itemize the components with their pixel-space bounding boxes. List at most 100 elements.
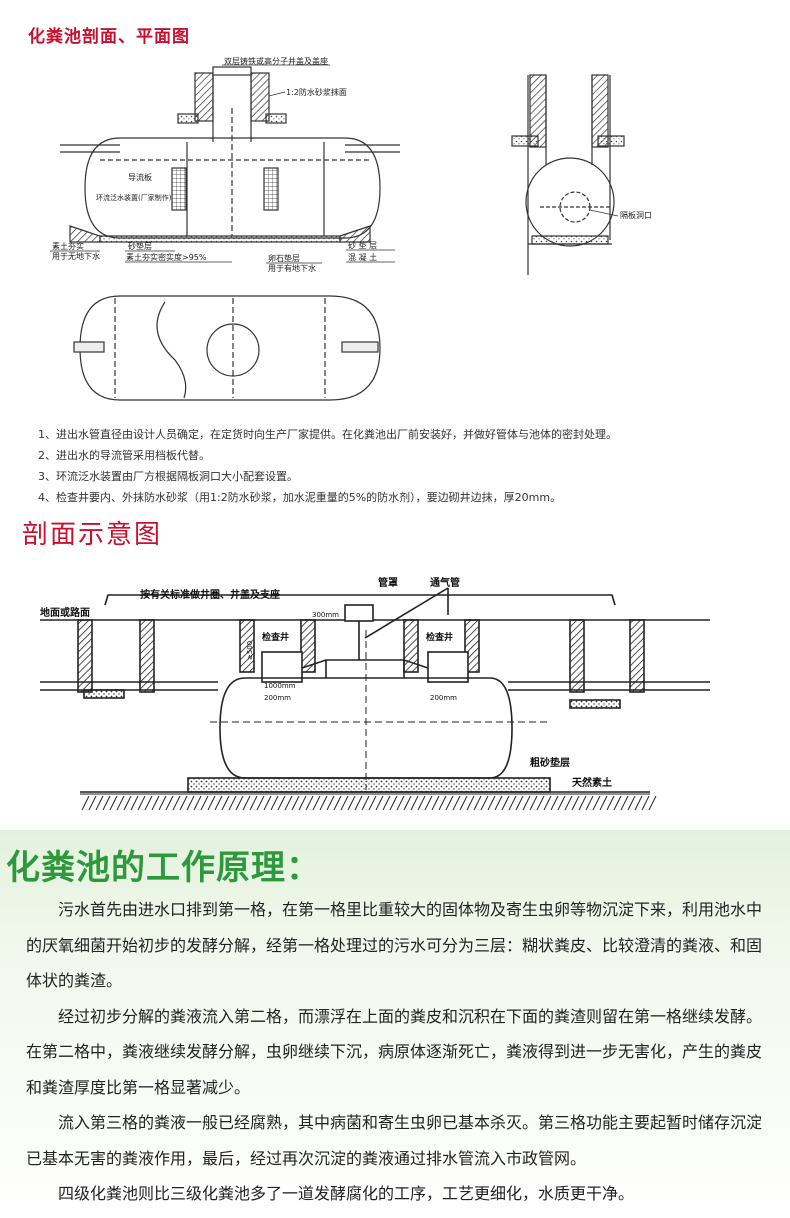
soil-hatch-line xyxy=(165,795,174,811)
soil-hatch-line xyxy=(613,795,622,811)
soil-hatch-line xyxy=(620,795,629,811)
soil-hatch-line xyxy=(137,795,146,811)
principle-paragraph: 经过初步分解的粪液流入第二格，而漂浮在上面的粪皮和沉积在下面的粪渣则留在第一格继… xyxy=(26,1006,763,1097)
label-concrete: 混 凝 土 xyxy=(348,252,377,262)
soil-hatch-line xyxy=(585,795,594,811)
soil-hatch-line xyxy=(417,795,426,811)
soil-hatch-line xyxy=(550,795,559,811)
soil-hatch-line xyxy=(347,795,356,811)
soil-hatch-line xyxy=(312,795,321,811)
soil-hatch-line xyxy=(403,795,412,811)
soil-hatch-line xyxy=(529,795,538,811)
soil-hatch-line xyxy=(109,795,118,811)
soil-hatch-line xyxy=(438,795,447,811)
notes-list: 1、进出水管直径由设计人员确定，在定货时向生产厂家提供。在化粪池出厂前安装好，并… xyxy=(38,424,778,508)
soil-hatch-line xyxy=(641,795,650,811)
soil-hatch-line xyxy=(88,795,97,811)
soil-hatch-line xyxy=(256,795,265,811)
soil-hatch-line xyxy=(424,795,433,811)
soil-hatch-line xyxy=(543,795,552,811)
soil-hatch-line xyxy=(627,795,636,811)
soil-hatch-line xyxy=(340,795,349,811)
soil-hatch-line xyxy=(536,795,545,811)
soil-hatch-line xyxy=(333,795,342,811)
label-inspection-well-2: 检查井 xyxy=(426,631,453,643)
soil-hatch-line xyxy=(270,795,279,811)
section1-title: 化粪池剖面、平面图 xyxy=(28,27,190,47)
profile-drawing: 按有关标准做井圈、井盖及支座 管罩 通气管 地面或路面 检查井 检查井 粗砂垫层… xyxy=(40,576,710,811)
section2-title: 剖面示意图 xyxy=(22,520,163,550)
label-dim-1000: 1000mm xyxy=(264,682,296,690)
label-vent-pipe: 通气管 xyxy=(430,576,460,589)
soil-hatch-line xyxy=(452,795,461,811)
soil-hatch-line xyxy=(445,795,454,811)
label-ground: 地面或路面 xyxy=(40,606,90,619)
principle-title: 化粪池的工作原理： xyxy=(6,848,321,888)
soil-hatch-line xyxy=(221,795,230,811)
soil-hatch-line xyxy=(599,795,608,811)
label-inspection-well-1: 检查井 xyxy=(262,631,289,643)
soil-hatch-line xyxy=(249,795,258,811)
principle-section: 化粪池的工作原理： 污水首先由进水口排到第一格，在第一格里比重较大的固体物及寄生… xyxy=(0,830,790,1218)
soil-hatch-line xyxy=(291,795,300,811)
soil-hatch-line xyxy=(578,795,587,811)
soil-hatch-line xyxy=(200,795,209,811)
soil-hatch-line xyxy=(123,795,132,811)
label-guide-plate: 导流板 xyxy=(128,172,152,182)
soil-hatch-line xyxy=(522,795,531,811)
soil-hatch-line xyxy=(116,795,125,811)
soil-hatch-line xyxy=(284,795,293,811)
soil-hatch-line xyxy=(207,795,216,811)
soil-hatch-line xyxy=(95,795,104,811)
label-gravel-1: 卵石垫层 xyxy=(268,253,300,263)
label-plain-soil-1: 素土夯实 xyxy=(52,241,84,251)
soil-hatch-line xyxy=(354,795,363,811)
principle-body: 污水首先由进水口排到第一格，在第一格里比重较大的固体物及寄生虫卵等物沉淀下来，利… xyxy=(26,892,776,1212)
soil-hatch-line xyxy=(459,795,468,811)
soil-hatch-line xyxy=(389,795,398,811)
note-item: 2、进出水的导流管采用档板代替。 xyxy=(38,449,210,462)
principle-paragraph: 流入第三格的粪液一般已经腐熟，其中病菌和寄生虫卵已基本杀灭。第三格功能主要起暂时… xyxy=(26,1113,763,1168)
soil-hatch-line xyxy=(326,795,335,811)
soil-hatch-line xyxy=(179,795,188,811)
soil-hatch-line xyxy=(480,795,489,811)
soil-hatch-line xyxy=(431,795,440,811)
soil-hatch-line xyxy=(193,795,202,811)
soil-hatch-line xyxy=(228,795,237,811)
soil-hatch-line xyxy=(375,795,384,811)
label-dim-300: 300mm xyxy=(312,611,339,619)
soil-hatch-line xyxy=(368,795,377,811)
label-pipe-cover: 管罩 xyxy=(378,576,398,589)
label-compact-soil: 素土夯实密实度>95% xyxy=(126,252,207,262)
soil-hatch-line xyxy=(487,795,496,811)
soil-hatch-line xyxy=(319,795,328,811)
soil-hatch-line xyxy=(466,795,475,811)
label-coarse-sand: 粗砂垫层 xyxy=(530,756,570,769)
soil-hatch-line xyxy=(648,795,657,811)
soil-hatch-line xyxy=(557,795,566,811)
note-item: 1、进出水管直径由设计人员确定，在定货时向生产厂家提供。在化粪池出厂前安装好，并… xyxy=(38,428,617,441)
label-anti-flood: 环流泛水装置(厂家制作) xyxy=(96,193,172,202)
note-item: 3、环流泛水装置由厂方根据隔板洞口大小配套设置。 xyxy=(38,470,298,483)
label-plain-soil-2: 用于无地下水 xyxy=(52,251,100,261)
label-dim-200b: 200mm xyxy=(430,694,457,702)
soil-hatch-line xyxy=(102,795,111,811)
soil-hatch-line xyxy=(263,795,272,811)
soil-hatch-line xyxy=(277,795,286,811)
soil-hatch-line xyxy=(571,795,580,811)
soil-hatch-line xyxy=(214,795,223,811)
principle-paragraph: 污水首先由进水口排到第一格，在第一格里比重较大的固体物及寄生虫卵等物沉淀下来，利… xyxy=(26,900,763,990)
soil-hatch-line xyxy=(592,795,601,811)
soil-hatch-line xyxy=(515,795,524,811)
soil-hatch-line xyxy=(396,795,405,811)
soil-hatch-line xyxy=(151,795,160,811)
soil-hatch-line xyxy=(186,795,195,811)
label-dim-200a: 200mm xyxy=(264,694,291,702)
soil-hatch-line xyxy=(473,795,482,811)
soil-hatch-line xyxy=(81,795,90,811)
label-hole: 隔板洞口 xyxy=(620,210,652,220)
label-gravel-2: 用于有地下水 xyxy=(268,263,316,273)
soil-hatch-line xyxy=(501,795,510,811)
soil-hatch-line xyxy=(172,795,181,811)
label-dim-500: ≥500 xyxy=(246,641,254,660)
